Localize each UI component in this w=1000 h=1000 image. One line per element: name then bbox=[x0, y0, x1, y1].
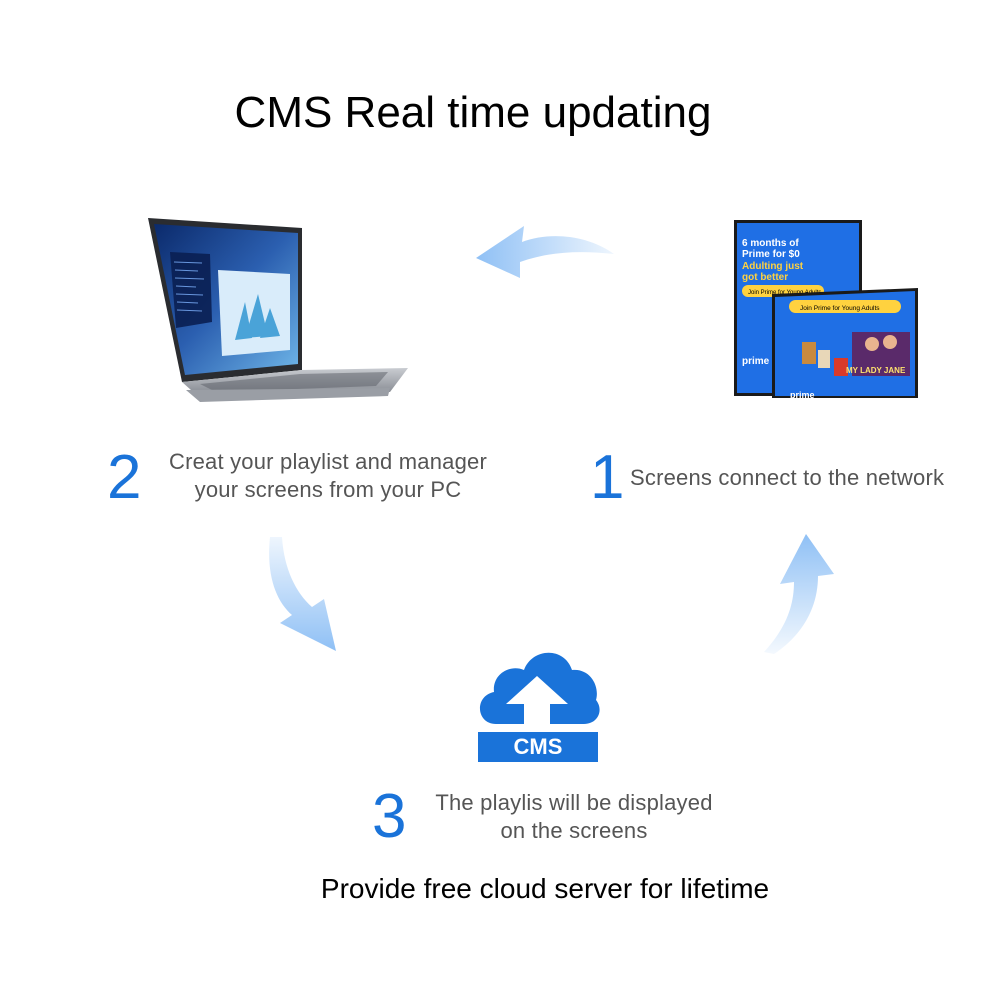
step-2-text: Creat your playlist and manager your scr… bbox=[146, 448, 510, 504]
signage-screens-icon: 6 months of Prime for $0 Adulting just g… bbox=[734, 220, 918, 400]
step-1-number: 1 bbox=[590, 443, 625, 512]
step-3-line-2: on the screens bbox=[500, 818, 648, 843]
ad-button-front: Join Prime for Young Adults bbox=[748, 290, 821, 296]
step-3-text: The playlis will be displayed on the scr… bbox=[414, 789, 734, 845]
step-1-text: Screens connect to the network bbox=[630, 465, 945, 490]
footer-text: Provide free cloud server for lifetime bbox=[320, 873, 770, 904]
step-3-number: 3 bbox=[372, 782, 407, 851]
step-2-line-2: your screens from your PC bbox=[194, 477, 462, 502]
ad-headline-1: 6 months of bbox=[742, 238, 799, 249]
ad-button-back: Join Prime for Young Adults bbox=[800, 305, 880, 312]
ad-headline-4: got better bbox=[742, 272, 788, 283]
cloud-label: CMS bbox=[514, 734, 563, 759]
step-2-number: 2 bbox=[107, 443, 142, 512]
ad-headline-3: Adulting just bbox=[742, 261, 804, 272]
laptop-icon bbox=[148, 218, 408, 402]
step-2-line-1: Creat your playlist and manager bbox=[168, 449, 488, 474]
arrow-left-icon bbox=[476, 226, 614, 278]
ad-brand-cut: prime bbox=[790, 390, 815, 400]
cloud-upload-icon: CMS bbox=[478, 652, 600, 762]
step-3-line-1: The playlis will be displayed bbox=[435, 790, 713, 815]
arrow-down-icon bbox=[269, 537, 336, 651]
ad-headline-2: Prime for $0 bbox=[742, 249, 800, 260]
diagram-title: CMS Real time updating bbox=[234, 88, 712, 137]
ad-movie-title: MY LADY JANE bbox=[846, 366, 906, 375]
ad-brand: prime bbox=[742, 356, 770, 367]
arrow-up-icon bbox=[764, 534, 834, 654]
